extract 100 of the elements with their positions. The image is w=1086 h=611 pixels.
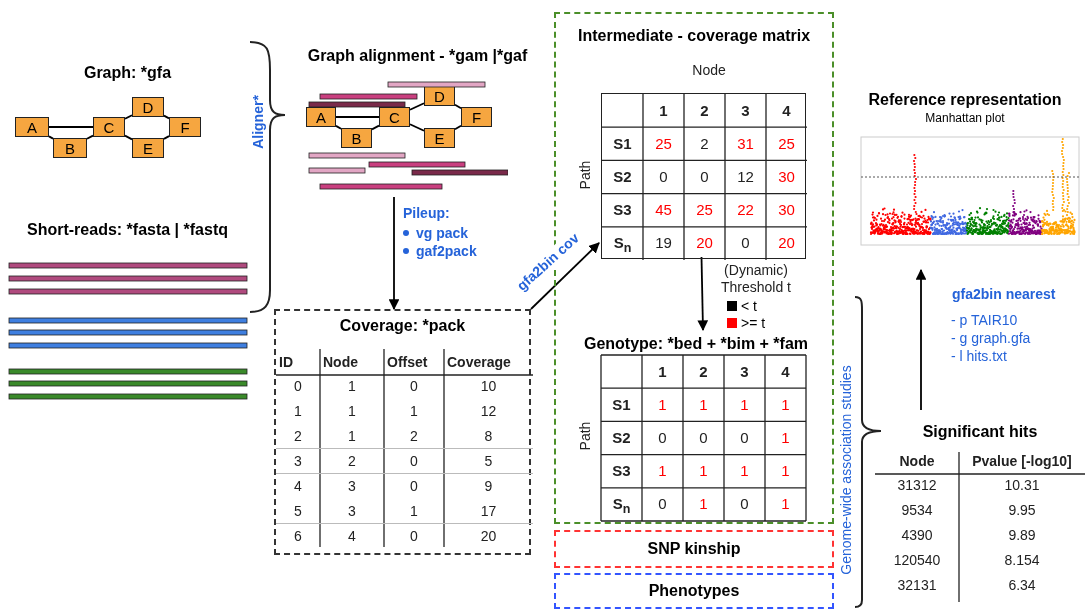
axis-title: Path bbox=[576, 160, 594, 190]
coverage-value: 30 bbox=[777, 168, 796, 186]
dashed-box: Phenotypes bbox=[554, 573, 834, 609]
panel-heading: Short-reads: *fasta | *fastq bbox=[27, 220, 228, 240]
dashed-box: SNP kinship bbox=[554, 530, 834, 568]
segment-node: C bbox=[93, 117, 125, 137]
panel-heading: Graph alignment - *gam |*gaf bbox=[307, 46, 528, 66]
table-value: 5 bbox=[293, 502, 303, 520]
brace-label: Genome-wide association studies bbox=[837, 365, 855, 575]
arrow bbox=[697, 256, 709, 332]
coverage-value: 12 bbox=[736, 168, 755, 186]
link-line bbox=[48, 126, 94, 128]
link-line bbox=[454, 124, 462, 131]
coverage-value: 45 bbox=[654, 201, 673, 220]
arrow bbox=[388, 196, 400, 311]
table-value: 4 bbox=[347, 527, 357, 545]
arrow bbox=[530, 242, 600, 310]
table-value: 0 bbox=[409, 527, 419, 545]
genotype-value: 1 bbox=[780, 462, 791, 481]
row-header: S1 bbox=[611, 395, 632, 414]
coverage-value: 20 bbox=[777, 234, 796, 253]
table-value: 5 bbox=[483, 452, 494, 470]
genotype-value: 1 bbox=[657, 395, 668, 414]
row-header: S$_{n}$ bbox=[611, 495, 632, 518]
table-value: 3 bbox=[347, 477, 357, 495]
genotype-value: 0 bbox=[739, 495, 750, 514]
link-line bbox=[124, 114, 133, 120]
link-line bbox=[454, 103, 462, 110]
table-value: 8 bbox=[483, 427, 494, 445]
row-header: S2 bbox=[611, 429, 632, 447]
panel-heading: Genotype: *bed + *bim + *fam bbox=[583, 334, 809, 354]
table-value: 9534 bbox=[900, 501, 934, 519]
column-header: Offset bbox=[387, 353, 428, 371]
coverage-value: 20 bbox=[695, 234, 714, 253]
panel-heading: Coverage: *pack bbox=[339, 316, 466, 336]
genotype-value: 1 bbox=[780, 395, 791, 414]
table-value: 120540 bbox=[892, 551, 942, 569]
genotype-value: 1 bbox=[698, 395, 709, 414]
table-value: 10.31 bbox=[1003, 476, 1041, 494]
segment-node: D bbox=[424, 86, 455, 106]
table-value: 12 bbox=[479, 402, 498, 420]
link-line bbox=[163, 135, 170, 140]
table-value: 2 bbox=[347, 452, 357, 470]
table-value: 3 bbox=[347, 502, 357, 520]
table-value: 0 bbox=[409, 477, 419, 495]
row-header: S1 bbox=[612, 134, 633, 153]
table-value: 0 bbox=[409, 377, 419, 395]
command-option: - g graph.gfa bbox=[951, 329, 1031, 347]
dashed-panel bbox=[274, 309, 531, 555]
panel-subtitle: Manhattan plot bbox=[925, 111, 1005, 126]
segment-node: E bbox=[132, 138, 164, 158]
table-value: 2 bbox=[293, 427, 303, 445]
tool-name: gaf2pack bbox=[416, 242, 477, 260]
link-line bbox=[86, 134, 94, 140]
segment-node: A bbox=[15, 117, 49, 137]
command-option: - l hits.txt bbox=[951, 347, 1007, 365]
coverage-value: 19 bbox=[654, 234, 673, 253]
segment-node: E bbox=[424, 128, 455, 148]
genotype-value: 1 bbox=[780, 495, 791, 514]
matrix-table bbox=[601, 93, 806, 259]
segment-node: B bbox=[341, 128, 372, 148]
genotype-value: 1 bbox=[739, 462, 750, 481]
link-line bbox=[409, 123, 425, 132]
column-header: 1 bbox=[658, 101, 669, 120]
table-value: 32131 bbox=[896, 576, 938, 594]
column-header: 4 bbox=[780, 362, 791, 381]
column-header: 2 bbox=[698, 362, 709, 381]
table-value: 9 bbox=[483, 477, 494, 495]
table-value: 17 bbox=[479, 502, 498, 520]
table-value: 0 bbox=[409, 452, 419, 470]
genotype-value: 1 bbox=[739, 395, 750, 414]
link-line bbox=[335, 116, 380, 118]
column-header: ID bbox=[279, 353, 293, 371]
legend-text: < t bbox=[741, 298, 757, 314]
row-header: S3 bbox=[612, 201, 633, 220]
link-line bbox=[48, 135, 54, 140]
coverage-value: 25 bbox=[777, 134, 796, 153]
step-label: Aligner* bbox=[249, 95, 267, 149]
genotype-value: 0 bbox=[739, 429, 750, 447]
table-value: 4390 bbox=[900, 526, 934, 544]
table-value: 2 bbox=[409, 427, 419, 445]
coverage-value: 0 bbox=[699, 168, 710, 186]
link-line bbox=[371, 124, 380, 131]
segment-node: C bbox=[379, 107, 410, 127]
table-value: 10 bbox=[479, 377, 498, 395]
link-line bbox=[124, 134, 133, 141]
link-line bbox=[335, 125, 342, 130]
column-header: 3 bbox=[739, 362, 750, 381]
table-value: 1 bbox=[293, 402, 303, 420]
table-value: 6 bbox=[293, 527, 303, 545]
arrow bbox=[915, 268, 927, 411]
genotype-value: 0 bbox=[698, 429, 709, 447]
column-header: Node bbox=[323, 353, 358, 371]
coverage-value: 0 bbox=[658, 168, 669, 186]
coverage-value: 22 bbox=[736, 201, 755, 220]
segment-node: F bbox=[169, 117, 201, 137]
segment-node: F bbox=[461, 107, 492, 127]
link-line bbox=[163, 114, 170, 120]
column-header: 4 bbox=[781, 101, 792, 120]
command-option: - p TAIR10 bbox=[951, 311, 1018, 329]
